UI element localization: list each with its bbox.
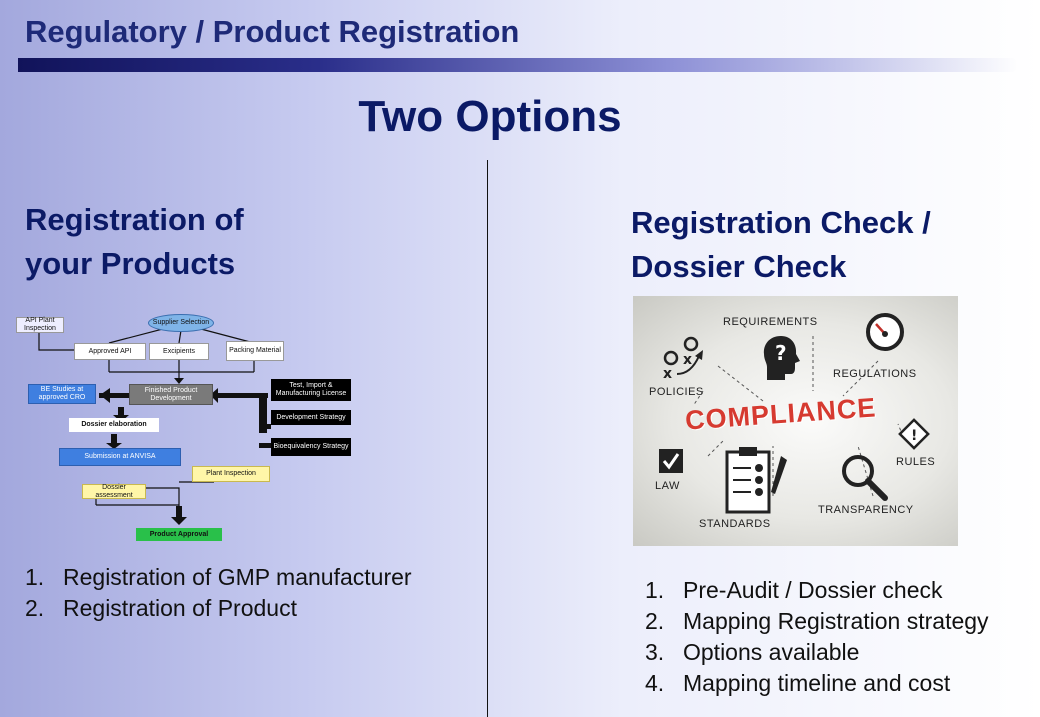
list-text: Mapping Registration strategy — [683, 608, 989, 634]
flow-plant-inspection: Plant Inspection — [192, 466, 270, 482]
flow-be-studies: BE Studies at approved CRO — [28, 384, 96, 404]
flow-dossier-elaboration: Dossier elaboration — [69, 418, 159, 432]
flow-finished-product: Finished Product Development — [129, 384, 213, 405]
list-number: 2. — [645, 608, 665, 634]
policies-chart-icon: x x — [663, 336, 703, 380]
left-options-list: 1. Registration of GMP manufacturer 2. R… — [25, 562, 445, 624]
svg-text:!: ! — [911, 428, 917, 444]
checkbox-icon — [659, 449, 683, 473]
svg-text:x: x — [683, 352, 692, 368]
list-number: 3. — [645, 639, 665, 665]
header-bar — [18, 58, 1018, 72]
flow-submission-anvisa: Submission at ANVISA — [59, 448, 181, 466]
right-heading: Registration Check / Dossier Check — [631, 201, 1011, 289]
policies-label: POLICIES — [649, 386, 704, 398]
list-number: 2. — [25, 595, 45, 621]
header-title: Regulatory / Product Registration — [25, 14, 520, 49]
standards-label: STANDARDS — [699, 518, 771, 530]
requirements-label: REQUIREMENTS — [723, 316, 818, 328]
law-label: LAW — [655, 480, 680, 492]
right-heading-line1: Registration Check / — [631, 205, 931, 240]
rules-label: RULES — [896, 456, 936, 468]
right-options-list: 1. Pre-Audit / Dossier check 2. Mapping … — [645, 575, 1040, 699]
flow-excipients: Excipients — [149, 343, 209, 360]
list-text: Pre-Audit / Dossier check — [683, 577, 943, 603]
flow-supplier-selection: Supplier Selection — [148, 314, 214, 332]
flow-test-import-license: Test, Import & Manufacturing License — [271, 379, 351, 401]
flow-development-strategy: Development Strategy — [271, 410, 351, 425]
list-text: Registration of Product — [63, 595, 297, 621]
flow-api-plant-inspection: API Plant Inspection — [16, 317, 64, 333]
main-title: Two Options — [358, 92, 622, 141]
flow-dossier-assessment: Dossier assessment — [82, 484, 146, 499]
list-item: 2. Registration of Product — [25, 593, 445, 624]
transparency-label: TRANSPARENCY — [818, 504, 914, 516]
flow-approved-api: Approved API — [74, 343, 146, 360]
list-number: 1. — [645, 577, 665, 603]
list-item: 1. Registration of GMP manufacturer — [25, 562, 445, 593]
left-heading-line1: Registration of — [25, 202, 244, 237]
clipboard-icon — [725, 447, 787, 514]
flow-bioequivalency-strategy: Bioequivalency Strategy — [271, 438, 351, 456]
flow-packing-material: Packing Material — [226, 341, 284, 361]
left-heading: Registration of your Products — [25, 198, 345, 286]
registration-flowchart: Supplier Selection API Plant Inspection … — [14, 312, 359, 547]
magnifier-icon — [842, 455, 888, 501]
right-heading-line2: Dossier Check — [631, 249, 847, 284]
svg-text:x: x — [663, 366, 672, 380]
column-divider — [487, 160, 488, 717]
compliance-image: REQUIREMENTS REGULATIONS POLICIES COMPLI… — [633, 296, 958, 546]
list-item: 2. Mapping Registration strategy — [645, 606, 1040, 637]
head-question-icon: ? — [763, 336, 800, 380]
list-text: Options available — [683, 639, 860, 665]
list-item: 4. Mapping timeline and cost — [645, 668, 1040, 699]
svg-text:?: ? — [775, 341, 787, 365]
warning-icon: ! — [898, 418, 930, 450]
flow-product-approval: Product Approval — [136, 528, 222, 541]
list-text: Mapping timeline and cost — [683, 670, 951, 696]
list-item: 1. Pre-Audit / Dossier check — [645, 575, 1040, 606]
left-heading-line2: your Products — [25, 246, 236, 281]
list-number: 4. — [645, 670, 665, 696]
regulations-label: REGULATIONS — [833, 368, 917, 380]
list-item: 3. Options available — [645, 637, 1040, 668]
list-text: Registration of GMP manufacturer — [63, 564, 412, 590]
gauge-icon — [866, 313, 904, 351]
list-number: 1. — [25, 564, 45, 590]
